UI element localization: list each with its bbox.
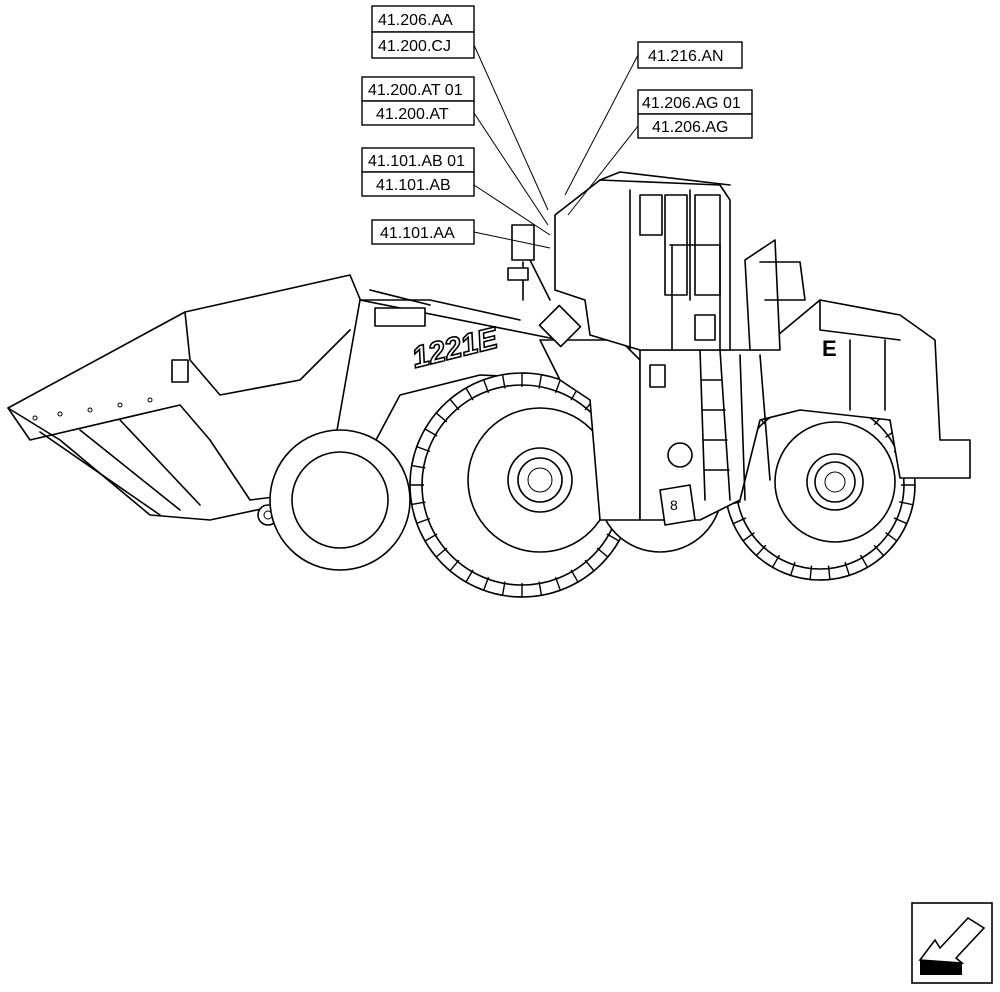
tire-lug [859,554,869,572]
tire-lug [424,421,438,437]
callout-41-206-ag-01[interactable]: 41.206.AG 01 [637,89,753,115]
callout-group: 41.206.AA 41.200.CJ 41.200.AT 01 41.200.… [361,5,753,249]
cab [538,171,731,351]
tire-lug [749,544,767,557]
tire-lug [873,544,885,562]
svg-text:41.200.AT 01: 41.200.AT 01 [368,82,463,99]
tire-lug [901,484,916,494]
tire-lug [538,373,551,389]
callout-41-200-cj[interactable]: 41.200.CJ [371,31,475,59]
wheel-front-far [269,429,411,571]
tire-lug [532,581,543,598]
tire-lug [729,515,747,525]
fuel-cap-glyph: 8 [670,497,678,513]
tire-lug [415,438,431,453]
tire-lug [501,372,512,389]
wheel-front [409,372,635,598]
callout-41-101-ab[interactable]: 41.101.AB [361,171,475,197]
mirror [507,224,551,301]
callout-41-200-at[interactable]: 41.200.AT [361,100,475,126]
tire-lug [449,393,460,411]
tire-lug [430,547,448,558]
tire-lug [475,576,490,592]
tire-lug [840,561,851,579]
callout-41-206-aa[interactable]: 41.206.AA [371,5,475,33]
tire-lug [409,476,424,486]
callout-41-101-ab-01[interactable]: 41.101.AB 01 [361,147,475,173]
tire-lug [413,514,431,525]
chassis: E 8 [539,299,971,526]
svg-text:41.101.AB: 41.101.AB [376,177,451,194]
arrow-previous-icon[interactable] [911,902,993,984]
svg-text:41.200.CJ: 41.200.CJ [378,38,451,55]
exhaust-stack [744,239,806,351]
tire-lug [606,533,620,549]
tire-lug [801,565,813,581]
tire-lug [435,406,448,423]
tire-lug [551,576,562,594]
callout-41-101-aa[interactable]: 41.101.AA [371,219,475,245]
tire-lug [420,532,438,542]
ladder [699,349,771,501]
tire-lug [737,532,755,542]
tire-lug [782,561,796,577]
svg-text:41.216.AN: 41.216.AN [648,48,724,65]
tire-lug [513,583,523,598]
tire-lug [443,559,460,572]
rear-decal: E [822,336,837,361]
svg-text:41.101.AA: 41.101.AA [380,225,455,242]
callout-41-216-an[interactable]: 41.216.AN [637,41,743,69]
tire-lug [764,554,781,569]
tire-lug [584,559,595,577]
tire-lug [885,532,898,549]
tire-lug [458,569,474,583]
svg-text:41.200.AT: 41.200.AT [376,106,449,123]
tire-lug [596,547,609,564]
tire-lug [521,372,531,387]
svg-text:41.206.AA: 41.206.AA [378,12,453,29]
tire-lug [569,569,579,587]
tire-lug [410,456,426,469]
tire-lug [493,581,506,597]
svg-text:41.101.AB 01: 41.101.AB 01 [368,153,465,170]
callout-41-200-at-01[interactable]: 41.200.AT 01 [361,76,475,102]
callout-41-206-ag[interactable]: 41.206.AG [637,113,753,139]
tire-lug [465,383,475,401]
tire-lug [893,517,908,532]
svg-text:41.206.AG: 41.206.AG [652,119,729,136]
tire-lug [482,376,493,394]
tire-lug [820,565,831,581]
tire-lug [409,495,426,506]
svg-text:41.206.AG 01: 41.206.AG 01 [642,95,741,112]
tire-lug [899,501,914,514]
